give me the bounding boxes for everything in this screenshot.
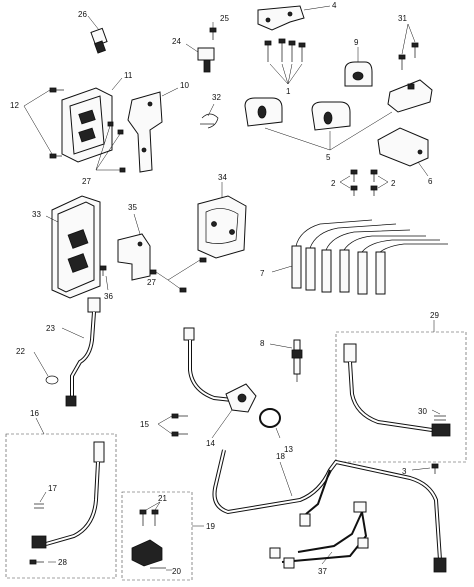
callout-6: 6 (428, 177, 433, 186)
part-2-screws (339, 169, 389, 196)
callout-32: 32 (212, 93, 221, 102)
part-30-oring (431, 409, 446, 421)
callout-20: 20 (172, 567, 181, 576)
part-33-ecu (45, 195, 101, 299)
callout-2b: 2 (391, 179, 396, 188)
part-16-sensor-lead (31, 441, 105, 549)
callout-33: 33 (32, 210, 41, 219)
callout-22: 22 (16, 347, 25, 356)
group-29-box (335, 320, 467, 463)
callout-34: 34 (218, 173, 227, 182)
callout-8: 8 (260, 339, 265, 348)
part-3-screw (411, 463, 439, 474)
part-20-sensor (131, 539, 172, 571)
callout-18: 18 (276, 452, 285, 461)
part-10-bracket (127, 87, 179, 173)
callout-12: 12 (10, 101, 19, 110)
part-25-screw (209, 22, 217, 40)
part-35-bracket (117, 213, 151, 281)
part-15-screws (157, 413, 188, 437)
callout-14: 14 (206, 439, 215, 448)
part-24-sensor (185, 43, 215, 73)
part-7-ht-leads (271, 219, 448, 295)
part-1-bolts (264, 38, 306, 85)
part-22-oring (33, 351, 59, 385)
callout-4: 4 (332, 1, 337, 10)
callout-10: 10 (180, 81, 189, 90)
part-4-bracket (257, 5, 331, 31)
callout-36: 36 (104, 292, 113, 301)
part-37-connectors (269, 501, 369, 569)
callout-3: 3 (402, 467, 407, 476)
callout-5: 5 (326, 153, 331, 162)
callout-13: 13 (284, 445, 293, 454)
callout-24: 24 (172, 37, 181, 46)
callout-27b: 27 (147, 278, 156, 287)
part-21-screws (139, 501, 161, 526)
callout-30: 30 (418, 407, 427, 416)
part-5-coils (244, 79, 433, 151)
callout-2a: 2 (331, 179, 336, 188)
part-6-cover (377, 127, 429, 177)
part-26-sensor (87, 15, 108, 54)
callout-21: 21 (158, 494, 167, 503)
group-19-box (121, 491, 204, 581)
callout-7: 7 (260, 269, 265, 278)
part-13-ring (259, 408, 281, 439)
callout-27a: 27 (82, 177, 91, 186)
part-32-clip (200, 103, 219, 129)
callout-9: 9 (354, 38, 359, 47)
callout-11: 11 (124, 71, 133, 80)
callout-15: 15 (140, 420, 149, 429)
part-29-sensor-lead (343, 343, 451, 437)
callout-16: 16 (30, 409, 39, 418)
callout-35: 35 (128, 203, 137, 212)
part-9-boot (344, 47, 373, 87)
callout-29: 29 (430, 311, 439, 320)
group-16-box (5, 417, 117, 579)
part-27-screws-lower (149, 257, 207, 293)
callout-28: 28 (58, 558, 67, 567)
callout-1: 1 (286, 87, 291, 96)
part-34-plate (197, 182, 247, 259)
callout-23: 23 (46, 324, 55, 333)
part-11-module (61, 77, 123, 163)
callout-25: 25 (220, 14, 229, 23)
part-31-screws (398, 23, 419, 70)
callout-19: 19 (206, 522, 215, 531)
part-28-screw (29, 559, 56, 565)
callout-26: 26 (78, 10, 87, 19)
part-23-sensor-lead (61, 297, 101, 407)
part-14-sensor (183, 327, 257, 439)
callout-31: 31 (398, 14, 407, 23)
part-27-screws-upper (95, 121, 126, 173)
part-36-screw (99, 265, 109, 291)
part-17-oring (34, 491, 47, 509)
part-12-screws (23, 87, 64, 159)
callout-37: 37 (318, 567, 327, 576)
part-8-spark-plug (269, 339, 303, 382)
part-18-harness (212, 449, 447, 573)
callout-17: 17 (48, 484, 57, 493)
